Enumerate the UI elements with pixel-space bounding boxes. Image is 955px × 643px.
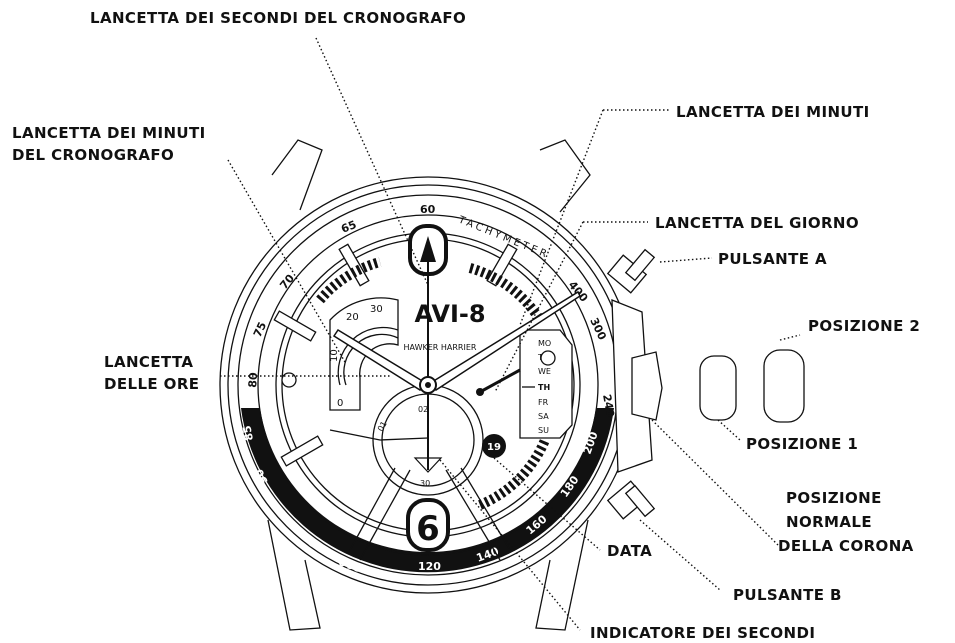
sub-brand: HAWKER HARRIER (404, 343, 477, 352)
day-mo: MO (538, 339, 551, 348)
chrono-min-10: 10 (329, 349, 340, 362)
leader-day (494, 221, 648, 393)
leader-crown-normal (651, 419, 779, 546)
tachy-240: 240 (600, 393, 617, 418)
date-value: 19 (487, 442, 501, 453)
callout-labels: LANCETTA DEI SECONDI DEL CRONOGRAFO LANC… (12, 9, 920, 642)
label-chrono-seconds-hand: LANCETTA DEI SECONDI DEL CRONOGRAFO (90, 9, 466, 27)
sec-sub-30: 30 (420, 479, 430, 488)
tachy-60: 60 (420, 203, 436, 216)
crown-and-pushers (606, 248, 805, 520)
tachy-65: 65 (339, 218, 358, 236)
tachy-80: 80 (246, 372, 260, 389)
leader-position-1 (717, 419, 741, 441)
leader-minutes (519, 109, 670, 326)
label-crown-normal-line2: NORMALE (786, 513, 872, 531)
label-hour-hand-line2: DELLE ORE (104, 375, 199, 393)
leader-lines (220, 37, 801, 631)
day-fr: FR (538, 398, 549, 407)
leader-date (493, 457, 601, 551)
leader-chrono-minutes (227, 159, 346, 363)
leader-chrono-seconds (315, 37, 429, 286)
label-position-2: POSIZIONE 2 (808, 317, 920, 335)
leader-pusher-b (639, 519, 721, 591)
tachy-75: 75 (251, 320, 269, 339)
leader-pusher-a (659, 257, 713, 263)
chrono-min-0: 0 (337, 398, 343, 409)
label-pusher-b: PULSANTE B (733, 586, 842, 604)
day-sa: SA (538, 412, 549, 421)
chrono-min-30: 30 (370, 304, 383, 315)
label-day-hand: LANCETTA DEL GIORNO (655, 214, 859, 232)
sec-sub-01: 01 (376, 420, 389, 433)
sec-sub-02: 02 (418, 405, 428, 414)
label-pusher-a: PULSANTE A (718, 250, 827, 268)
day-th: TH (538, 383, 550, 392)
label-crown-normal-line1: POSIZIONE (786, 489, 882, 507)
leader-seconds-indicator (439, 459, 581, 631)
label-hour-hand-line1: LANCETTA (104, 353, 193, 371)
tachy-300: 300 (587, 316, 609, 343)
label-chrono-minutes-line2: DEL CRONOGRAFO (12, 146, 174, 164)
label-date: DATA (607, 542, 652, 560)
label-position-1: POSIZIONE 1 (746, 435, 858, 453)
label-seconds-indicator: INDICATORE DEI SECONDI (590, 624, 815, 642)
tachy-85: 85 (240, 424, 255, 441)
numeral-6: 6 (416, 509, 440, 549)
day-su: SU (538, 426, 549, 435)
brand-logo: AVI-8 (414, 300, 485, 328)
dial: 6 20 30 10 0 AVI-8 HAWKER HARRIER MO TU … (273, 224, 581, 561)
label-chrono-minutes-line1: LANCETTA DEI MINUTI (12, 124, 206, 142)
day-we: WE (538, 367, 551, 376)
leader-position-2 (779, 334, 801, 341)
tachy-90: 90 (252, 467, 270, 487)
chrono-min-20: 20 (346, 312, 359, 323)
label-crown-normal-line3: DELLA CORONA (778, 537, 914, 555)
label-minutes-hand: LANCETTA DEI MINUTI (676, 103, 870, 121)
tachy-120: 120 (418, 560, 441, 573)
